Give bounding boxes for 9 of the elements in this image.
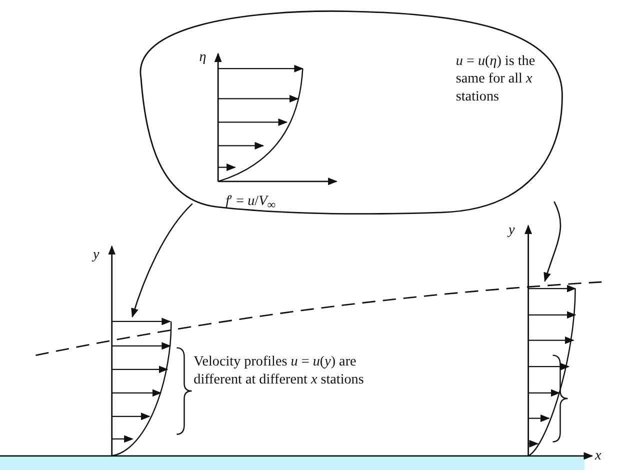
- axis-label: y: [93, 246, 100, 264]
- formula-label: f′ = u/V$_{∞}$: [226, 192, 276, 214]
- axis-label: η: [199, 48, 206, 67]
- axis-label: y: [508, 222, 515, 240]
- region-annotation: u = u(η) is the same for all x stations: [456, 52, 536, 106]
- annotation-text: Velocity profiles u = u(y) are different at different x stations: [194, 353, 365, 390]
- curved-arrow: [131, 203, 193, 318]
- curved-arrow: [544, 201, 562, 282]
- axis-label: x: [595, 447, 602, 466]
